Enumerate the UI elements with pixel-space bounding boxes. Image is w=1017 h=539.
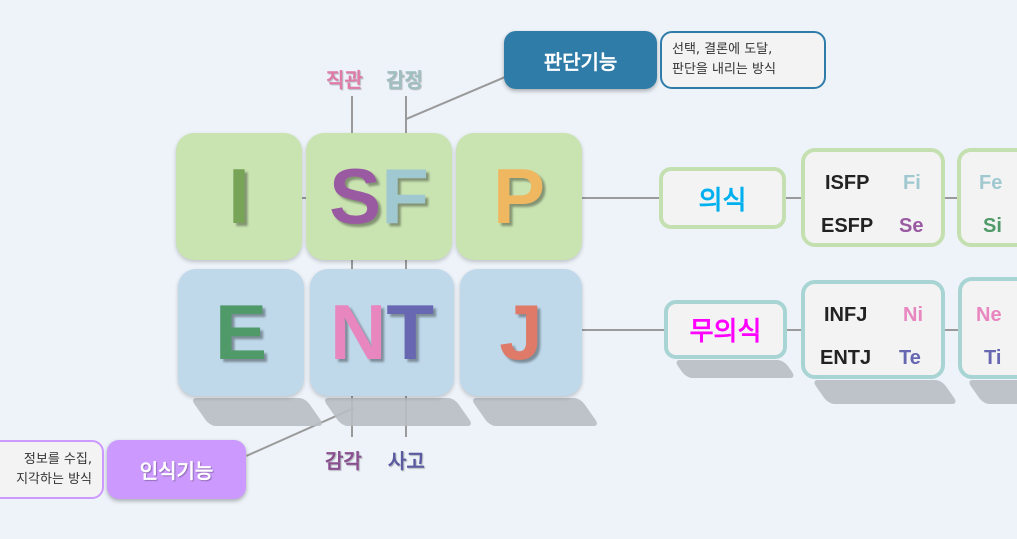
perceiving-desc-line2: 지각하는 방식: [16, 471, 92, 487]
perceiving-function-box: 인식기능: [107, 440, 246, 499]
func-fi: Fi: [903, 172, 921, 194]
letter-t: T: [386, 288, 434, 376]
func-ti: Ti: [984, 347, 1002, 369]
unconscious-title: 무의식: [689, 317, 762, 347]
label-feeling: 감정: [386, 68, 423, 92]
conscious-title: 의식: [698, 185, 747, 216]
unconscious-next-card: Ne Ti: [958, 277, 1017, 379]
judging-desc-line2: 판단을 내리는 방식: [672, 62, 776, 77]
type-isfp: ISFP: [825, 172, 870, 194]
type-esfp: ESFP: [821, 215, 874, 237]
letter-box-j: J: [460, 269, 582, 396]
conscious-next-card: Fe Si: [957, 148, 1017, 247]
conscious-types-card: ISFP Fi ESFP Se: [801, 148, 945, 247]
func-si: Si: [983, 215, 1002, 237]
type-entj: ENTJ: [820, 347, 872, 369]
letter-box-p: P: [456, 133, 582, 260]
judging-description: 선택, 결론에 도달, 판단을 내리는 방식: [660, 31, 826, 89]
conscious-box: 의식: [659, 167, 786, 229]
unconscious-types-card: INFJ Ni ENTJ Te: [801, 280, 945, 379]
letter-f: F: [381, 152, 429, 240]
label-thinking: 사고: [388, 449, 425, 473]
func-se: Se: [899, 215, 924, 237]
letter-j: J: [499, 288, 543, 376]
func-ni: Ni: [903, 304, 923, 326]
judging-desc-line1: 선택, 결론에 도달,: [672, 42, 773, 57]
letter-e: E: [214, 288, 268, 376]
label-sensing: 감각: [325, 449, 362, 473]
func-te: Te: [899, 347, 921, 369]
func-fe: Fe: [979, 172, 1003, 194]
label-intuition: 직관: [326, 68, 363, 92]
judging-function-box: 판단기능: [504, 31, 657, 89]
type-infj: INFJ: [824, 304, 868, 326]
letter-box-e: E: [178, 269, 304, 396]
judging-title: 판단기능: [543, 49, 618, 74]
func-ne: Ne: [976, 304, 1002, 326]
letter-s: S: [329, 152, 382, 240]
perceiving-desc-line1: 정보를 수집,: [23, 451, 92, 467]
perceiving-description: 정보를 수집, 지각하는 방식: [0, 440, 104, 499]
perceiving-title: 인식기능: [139, 459, 214, 483]
unconscious-box: 무의식: [664, 300, 787, 359]
letter-n: N: [330, 288, 387, 376]
letter-p: P: [492, 152, 546, 240]
letter-box-i: I: [176, 133, 302, 260]
letter-i: I: [228, 152, 250, 240]
